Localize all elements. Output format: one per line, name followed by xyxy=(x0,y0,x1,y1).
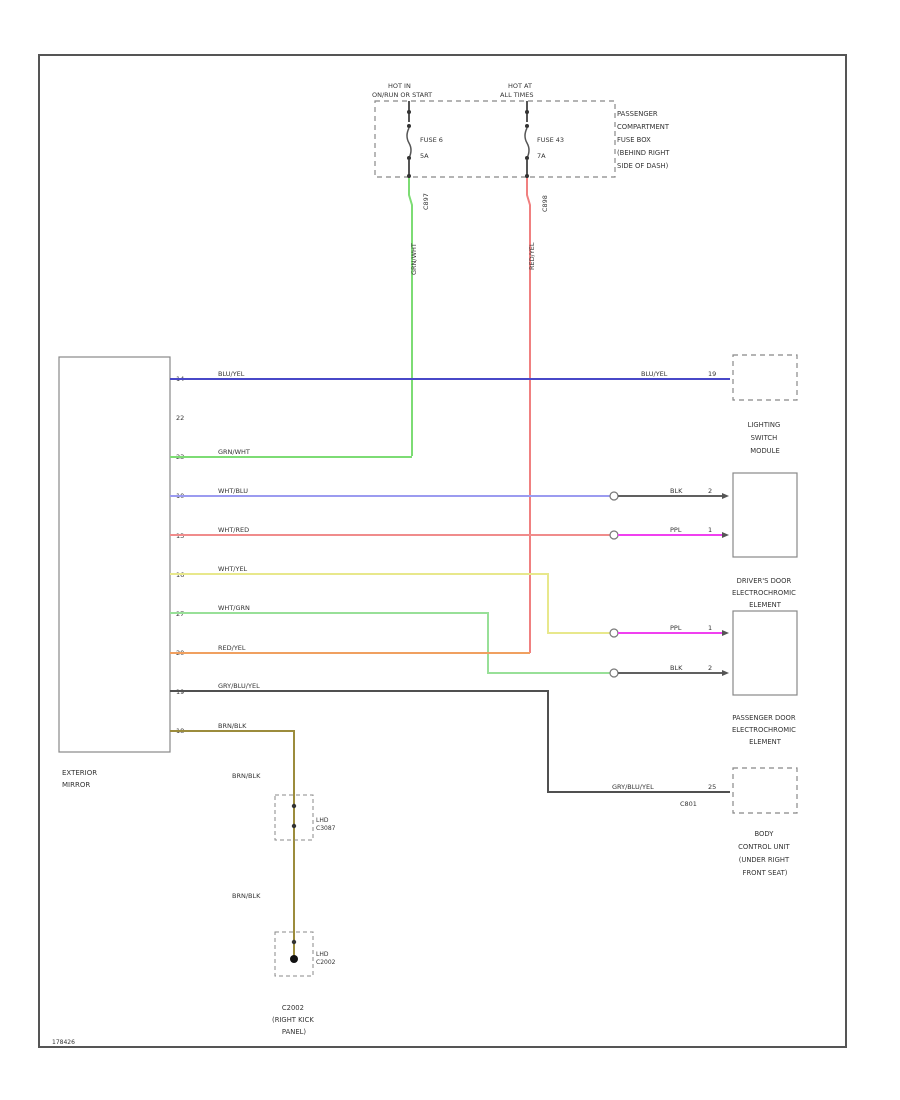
connector-c3087-label: LHD C3087 xyxy=(316,817,336,832)
driver-connector-top xyxy=(609,491,729,501)
wire-grn-wht-mirror-label: GRN/WHT xyxy=(218,448,250,456)
wire-wht-yel-label: WHT/YEL xyxy=(218,565,248,573)
wire-wht-grn xyxy=(170,612,610,674)
wire-gry-blu-yel-label: GRY/BLU/YEL xyxy=(218,682,260,690)
mirror-pins: 14 22 23 10 13 16 27 20 19 18 xyxy=(176,375,184,735)
pin-22: 22 xyxy=(176,414,184,422)
lighting-pin: 19 xyxy=(708,370,716,378)
wire-gry-blu-yel-label-right: GRY/BLU/YEL xyxy=(612,783,654,791)
driver-wire-bottom-label: PPL xyxy=(670,526,682,534)
passenger-connector-bottom xyxy=(609,668,729,678)
driver-wire-top-label: BLK xyxy=(670,487,683,495)
wire-blu-yel-label-right: BLU/YEL xyxy=(641,370,668,378)
passenger-pin-bottom: 2 xyxy=(708,664,712,672)
fuse-6-amp: 5A xyxy=(420,152,429,160)
ground-label: C2002 (RIGHT KICK PANEL) xyxy=(272,1004,316,1036)
body-control-unit-box xyxy=(732,767,798,814)
wire-gry-blu-yel xyxy=(170,690,730,793)
wire-brn-blk-label-2: BRN/BLK xyxy=(232,772,261,780)
exterior-mirror-label: EXTERIOR MIRROR xyxy=(62,769,99,789)
passenger-pin-top: 1 xyxy=(708,624,712,632)
passenger-wire-bottom-label: BLK xyxy=(670,664,683,672)
wire-wht-yel xyxy=(170,573,610,634)
connector-c2002-label: LHD C2002 xyxy=(316,951,336,966)
wire-red-vertical xyxy=(526,178,531,653)
hot-label-2: HOT AT xyxy=(508,82,532,90)
fuse-box-outline xyxy=(374,100,616,178)
ground-point xyxy=(290,955,298,963)
wire-red-yel-label: RED/YEL xyxy=(528,242,536,270)
connector-c897: C897 xyxy=(422,193,430,210)
fuse-box-label: PASSENGER COMPARTMENT FUSE BOX (BEHIND R… xyxy=(617,110,672,170)
hot-label-1b: ON/RUN OR START xyxy=(372,91,432,99)
bcu-label: BODY CONTROL UNIT (UNDER RIGHT FRONT SEA… xyxy=(738,830,792,877)
wire-grn-wht-label: GRN/WHT xyxy=(410,243,418,275)
fuse-43-label: FUSE 43 xyxy=(537,136,564,144)
fuse-6 xyxy=(406,101,412,178)
lighting-switch-module-box xyxy=(732,354,798,401)
wire-wht-red-label: WHT/RED xyxy=(218,526,249,534)
hot-label-2b: ALL TIMES xyxy=(500,91,533,99)
driver-door-element-box xyxy=(732,472,798,558)
passenger-door-label: PASSENGER DOOR ELECTROCHROMIC ELEMENT xyxy=(732,714,798,746)
passenger-wire-top-label: PPL xyxy=(670,624,682,632)
diagram-id: 178426 xyxy=(52,1039,75,1046)
hot-label-1: HOT IN xyxy=(388,82,411,90)
wire-green-vertical xyxy=(408,178,413,456)
passenger-connector-top xyxy=(609,628,729,638)
exterior-mirror-box xyxy=(58,356,171,753)
fuse-43-amp: 7A xyxy=(537,152,546,160)
wire-brn-blk-label-3: BRN/BLK xyxy=(232,892,261,900)
driver-pin-top: 2 xyxy=(708,487,712,495)
wire-wht-grn-label: WHT/GRN xyxy=(218,604,250,612)
bcu-connector: C801 xyxy=(680,800,697,808)
wire-brn-blk-label: BRN/BLK xyxy=(218,722,247,730)
wire-wht-blu-label: WHT/BLU xyxy=(218,487,248,495)
fuse-6-label: FUSE 6 xyxy=(420,136,443,144)
driver-pin-bottom: 1 xyxy=(708,526,712,534)
driver-door-label: DRIVER'S DOOR ELECTROCHROMIC ELEMENT xyxy=(732,577,798,609)
lighting-module-label: LIGHTING SWITCH MODULE xyxy=(748,421,783,455)
bcu-pin: 25 xyxy=(708,783,716,791)
diagram-frame xyxy=(38,54,847,1048)
wire-red-yel-mirror-label: RED/YEL xyxy=(218,644,246,652)
wire-brn-blk xyxy=(170,730,295,945)
fuse-43 xyxy=(524,101,530,178)
passenger-door-element-box xyxy=(732,610,798,696)
driver-connector-bottom xyxy=(609,530,729,540)
connector-c898: C898 xyxy=(541,195,549,212)
wire-blu-yel-label: BLU/YEL xyxy=(218,370,245,378)
